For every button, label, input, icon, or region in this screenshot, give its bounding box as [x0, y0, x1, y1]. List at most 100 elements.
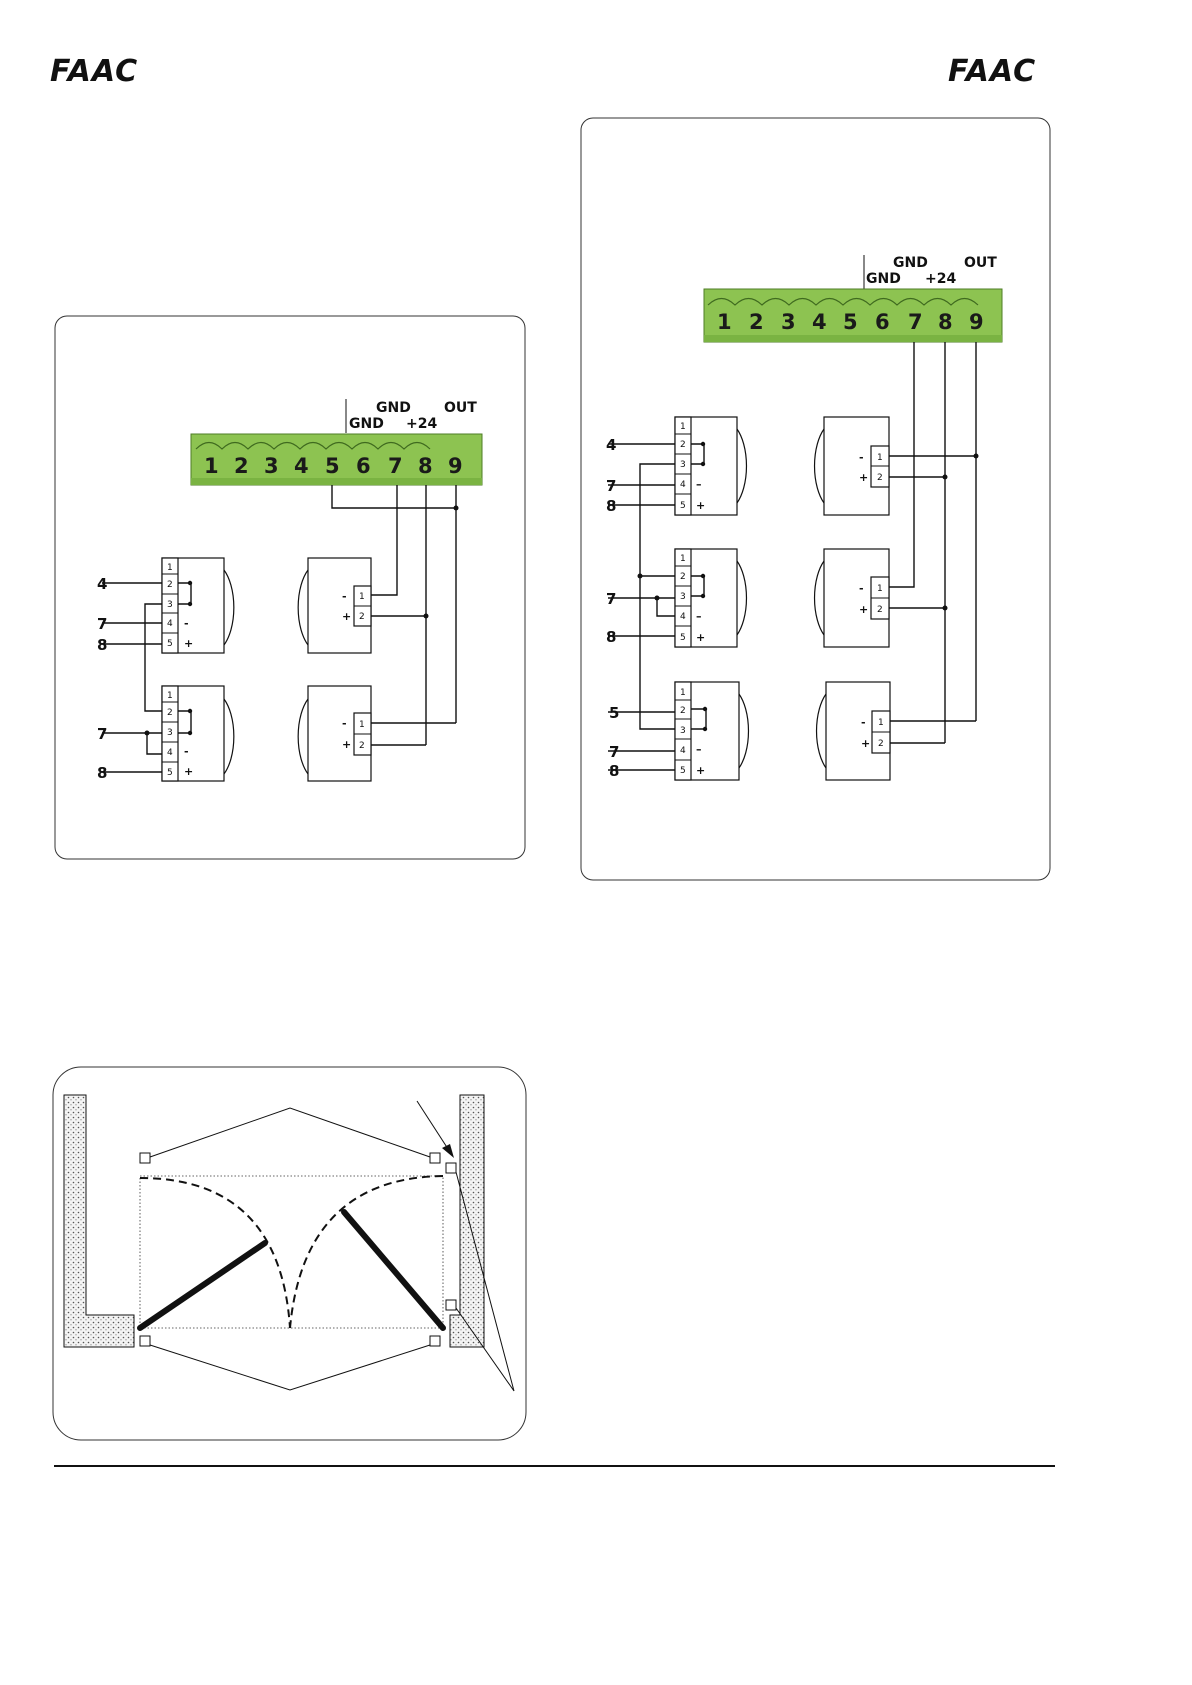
svg-text:+: + [184, 765, 193, 778]
svg-text:3: 3 [680, 726, 686, 736]
svg-text:4: 4 [680, 612, 686, 622]
svg-text:2: 2 [680, 572, 686, 582]
wire-label-8: 8 [606, 497, 616, 515]
terminal-9: 9 [448, 454, 463, 478]
svg-text:2: 2 [680, 440, 686, 450]
svg-text:4: 4 [680, 480, 686, 490]
terminal-2: 2 [234, 454, 249, 478]
svg-text:2: 2 [167, 580, 173, 590]
svg-text:2: 2 [877, 473, 883, 483]
terminal-3: 3 [264, 454, 279, 478]
wire-label-4: 4 [606, 436, 616, 454]
label-out: OUT [964, 255, 997, 271]
label-gnd-lower: GND [866, 271, 901, 287]
terminal-7: 7 [908, 310, 923, 334]
wire-label-7: 7 [97, 615, 107, 633]
svg-text:5: 5 [680, 501, 686, 511]
svg-text:-: - [859, 582, 864, 595]
wire-label-8: 8 [606, 628, 616, 646]
terminal-1: 1 [204, 454, 219, 478]
svg-text:+: + [859, 471, 868, 484]
svg-text:1: 1 [167, 691, 173, 701]
label-gnd-upper: GND [893, 255, 928, 271]
svg-text:-: - [342, 590, 347, 603]
svg-text:4: 4 [167, 619, 173, 629]
wire-label-7: 7 [606, 477, 616, 495]
svg-text:-: - [859, 451, 864, 464]
svg-text:1: 1 [167, 563, 173, 573]
footer-rule [54, 1465, 1055, 1467]
faac-logo-left: FAAC [50, 54, 138, 89]
diagram-frame [55, 316, 525, 859]
svg-text:2: 2 [359, 612, 365, 622]
terminal-7: 7 [388, 454, 403, 478]
wire-label-4: 4 [97, 575, 107, 593]
photocell-bottom-left [140, 1336, 150, 1346]
transmitter-2: 1 2 3 4 5 – + [675, 549, 746, 647]
receiver-1: 1 2 - + [298, 558, 371, 653]
diagram-frame [581, 118, 1050, 880]
transmitter-1: 1 2 3 4 5 – + [675, 417, 746, 515]
svg-text:-: - [184, 745, 189, 758]
terminal-3: 3 [781, 310, 796, 334]
svg-text:3: 3 [680, 460, 686, 470]
terminal-9: 9 [969, 310, 984, 334]
svg-text:1: 1 [680, 688, 686, 698]
diagram-frame [53, 1067, 526, 1440]
svg-text:+: + [342, 610, 351, 623]
label-plus24: +24 [406, 416, 437, 432]
svg-text:+: + [184, 637, 193, 650]
svg-text:1: 1 [877, 453, 883, 463]
wire-label-7: 7 [606, 590, 616, 608]
svg-text:3: 3 [167, 728, 173, 738]
terminal-6: 6 [875, 310, 890, 334]
receiver-2: 1 2 - + [298, 686, 371, 781]
transmitter-3: 1 2 3 4 5 – + [675, 682, 748, 780]
svg-text:-: - [342, 717, 347, 730]
svg-text:2: 2 [878, 739, 884, 749]
terminal-6: 6 [356, 454, 371, 478]
receiver-2: 1 2 - + [815, 549, 889, 647]
faac-logo-right: FAAC [948, 54, 1036, 89]
svg-text:–: – [696, 743, 702, 756]
svg-text:+: + [696, 499, 705, 512]
transmitter-2: 1 2 3 4 5 - + [162, 686, 234, 781]
gate-layout-diagram [52, 1066, 528, 1442]
label-out: OUT [444, 400, 477, 416]
svg-text:-: - [184, 617, 189, 630]
terminal-4: 4 [294, 454, 309, 478]
wire-label-7: 7 [609, 743, 619, 761]
svg-text:5: 5 [680, 766, 686, 776]
svg-text:4: 4 [680, 746, 686, 756]
wire-label-8: 8 [97, 764, 107, 782]
svg-text:5: 5 [680, 633, 686, 643]
svg-text:+: + [861, 737, 870, 750]
svg-text:1: 1 [359, 720, 365, 730]
label-plus24: +24 [925, 271, 956, 287]
terminal-8: 8 [418, 454, 433, 478]
svg-text:1: 1 [680, 422, 686, 432]
photocell-inner-bottom-right [446, 1300, 456, 1310]
wire-label-8: 8 [609, 762, 619, 780]
svg-text:1: 1 [877, 584, 883, 594]
svg-text:–: – [696, 610, 702, 623]
svg-text:3: 3 [680, 592, 686, 602]
svg-text:+: + [696, 631, 705, 644]
label-gnd-upper: GND [376, 400, 411, 416]
terminal-5: 5 [325, 454, 340, 478]
terminal-5: 5 [843, 310, 858, 334]
receiver-1: 1 2 - + [815, 417, 889, 515]
photocell-inner-top-right [446, 1163, 456, 1173]
svg-text:2: 2 [359, 741, 365, 751]
svg-text:2: 2 [877, 605, 883, 615]
terminal-4: 4 [812, 310, 827, 334]
svg-text:+: + [342, 738, 351, 751]
wire-label-5: 5 [609, 704, 619, 722]
wire-label-8: 8 [97, 636, 107, 654]
svg-text:5: 5 [167, 768, 173, 778]
photocell-bottom-right [430, 1336, 440, 1346]
photocell-top-right [430, 1153, 440, 1163]
svg-text:1: 1 [359, 592, 365, 602]
terminal-1: 1 [717, 310, 732, 334]
terminal-2: 2 [749, 310, 764, 334]
